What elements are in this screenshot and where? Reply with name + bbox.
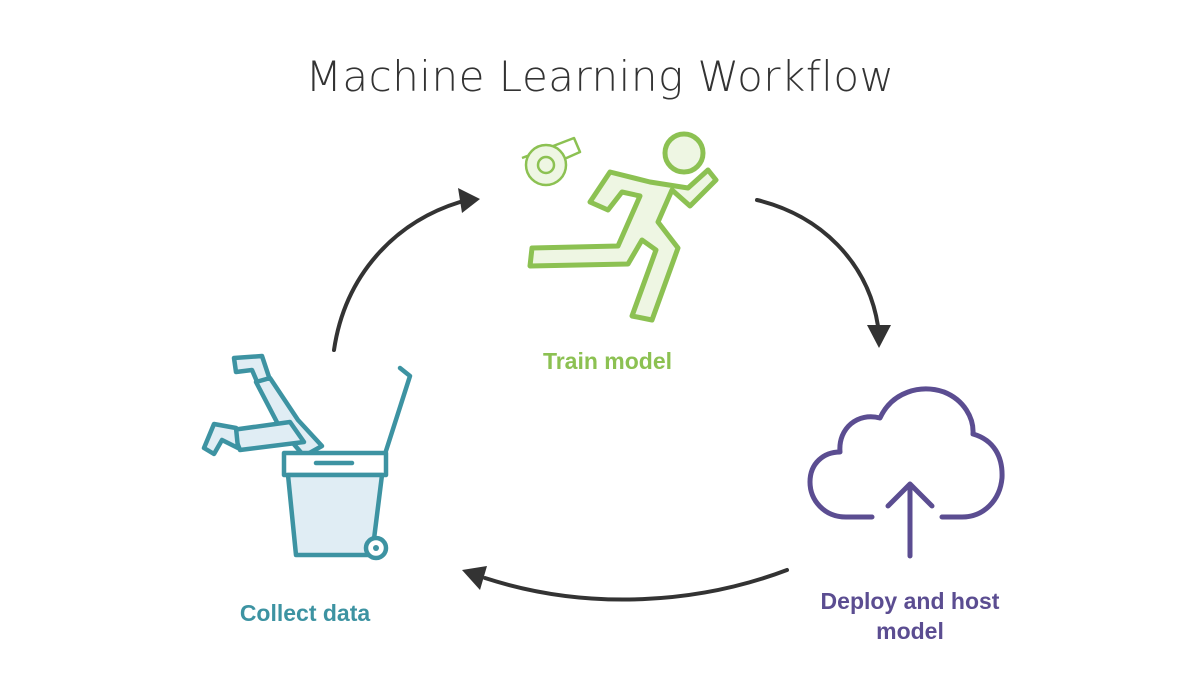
cloud-upload-icon (807, 386, 1005, 559)
whistle-icon (521, 136, 582, 187)
trash-bin-icon (281, 365, 413, 561)
page-title: Machine Learning Workflow (305, 52, 895, 101)
arrow-train-to-deploy (755, 198, 891, 348)
arrow-deploy-to-collect (462, 566, 789, 602)
person-diving-into-bin-icon (201, 353, 325, 459)
train-model-label: Train model (542, 348, 673, 374)
running-person-icon (527, 131, 719, 323)
arrow-collect-to-train (332, 188, 480, 352)
deploy-model-label: Deploy and host model (820, 588, 1000, 644)
collect-data-label: Collect data (239, 600, 371, 626)
